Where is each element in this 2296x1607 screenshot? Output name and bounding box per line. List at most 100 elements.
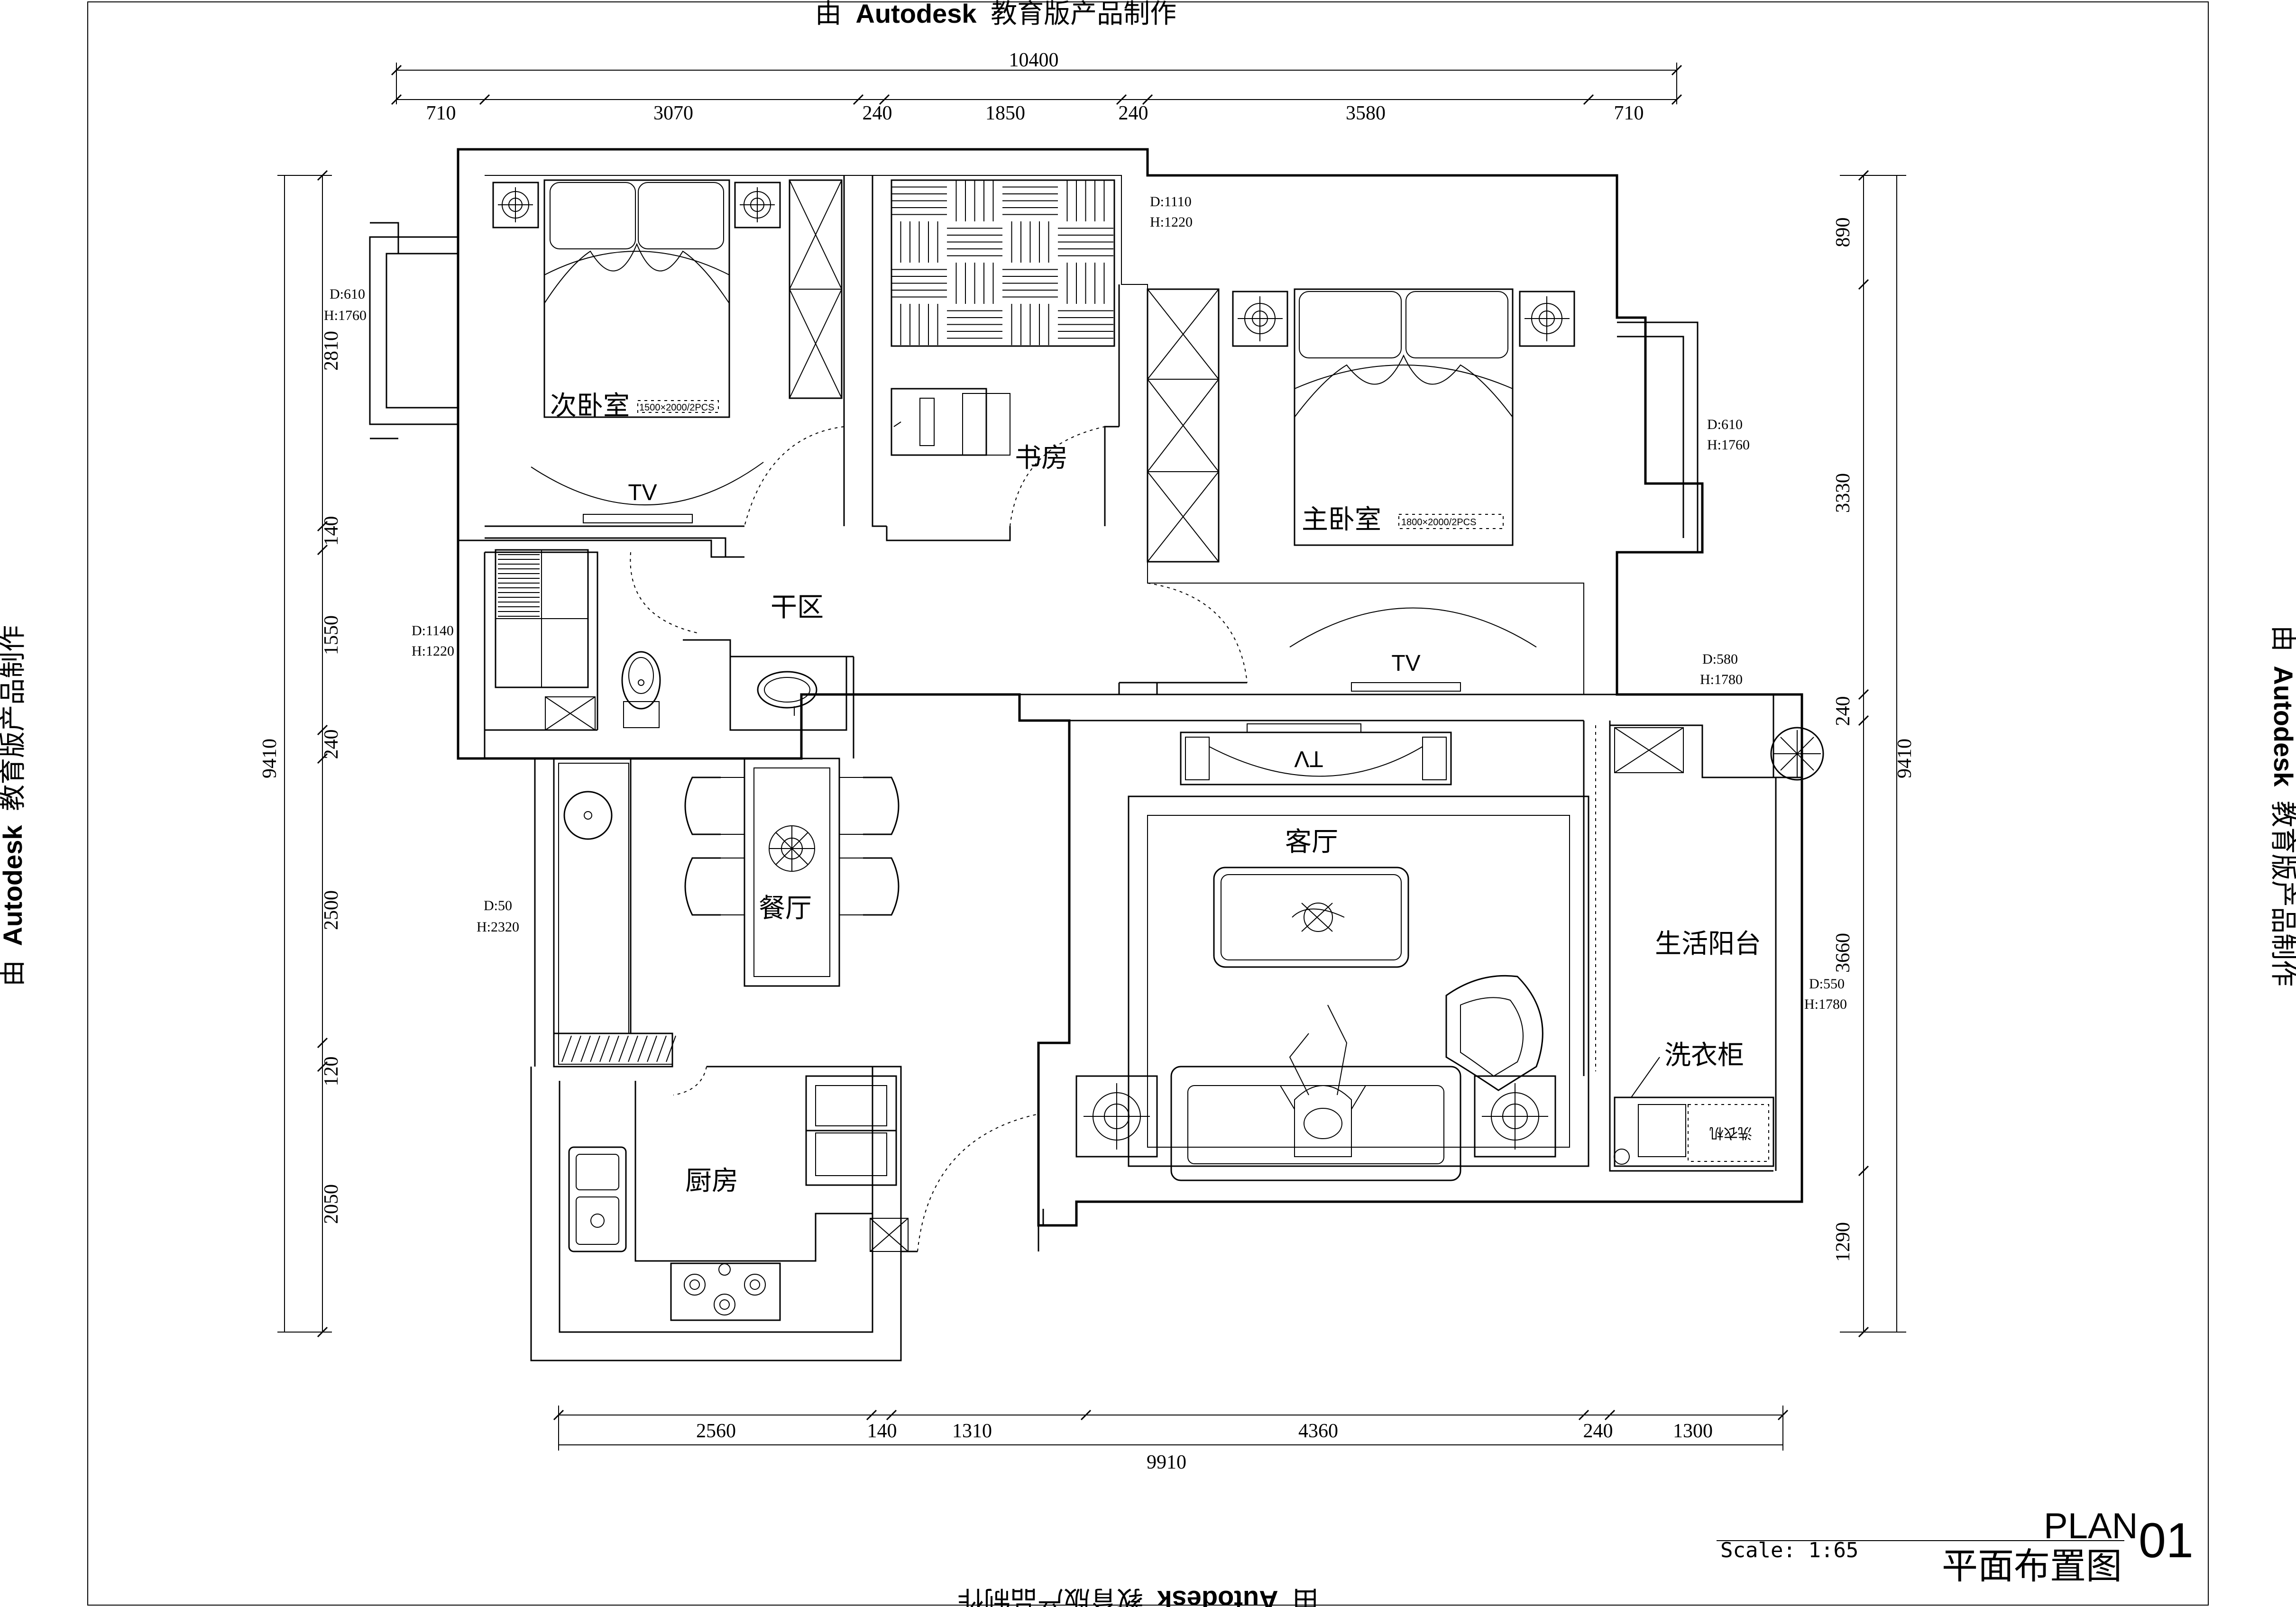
- dim-top-seg: 1850: [985, 102, 1025, 124]
- cabinet-hatch-line: [647, 1035, 657, 1062]
- side-table-lamp-icon: [1474, 1075, 1556, 1158]
- dim-left-total: 9410: [259, 739, 281, 778]
- watermark-suffix: 教育版产品制作: [2268, 801, 2296, 986]
- washing-machine-label: 洗衣机: [1709, 1125, 1752, 1141]
- dim-top-seg: 3070: [653, 102, 693, 124]
- watermark-prefix: 由: [815, 0, 842, 28]
- watermark-right: 由 Autodesk 教育版产品制作: [2268, 625, 2296, 986]
- door-swing: [1147, 583, 1248, 683]
- tv-label-second-bedroom: TV: [628, 480, 657, 505]
- cabinet-hatch-line: [590, 1035, 600, 1062]
- room-label-study: 书房: [1015, 443, 1068, 474]
- exterior-wall-inner: [485, 175, 1584, 694]
- room-label-dry-area: 干区: [771, 592, 824, 623]
- dim-left-seg: 1550: [321, 615, 342, 655]
- dimension-tick: [1671, 94, 1682, 105]
- person-figure-icon: [1280, 1004, 1366, 1157]
- dim-left-seg: 2810: [321, 331, 342, 371]
- dim-left-seg: 2050: [321, 1184, 342, 1224]
- nightstand-lamp-icon: [1232, 291, 1288, 347]
- dining-table: [744, 758, 840, 987]
- left-dimension-lines: [277, 170, 332, 1338]
- dimension-tick: [1142, 94, 1153, 105]
- room-label-second-bedroom: 次卧室: [550, 391, 630, 421]
- dimension-tick: [317, 520, 328, 532]
- dimension-tick: [317, 1326, 328, 1338]
- svg-text:H:1220: H:1220: [1150, 214, 1193, 230]
- watermark-suffix: 教育版产品制作: [957, 1585, 1143, 1607]
- dimension-tick: [1604, 1409, 1616, 1421]
- master-wardrobe: [1147, 288, 1220, 563]
- kitchen-wall: [530, 1066, 918, 1361]
- watermark-left: 由 Autodesk 教育版产品制作: [0, 625, 28, 986]
- dimension-tick: [1858, 170, 1869, 181]
- dimension-tick: [1858, 1326, 1869, 1338]
- cabinet: [870, 1218, 909, 1252]
- dimension-tick: [317, 170, 328, 181]
- cabinet-hatch-line: [609, 1035, 619, 1062]
- svg-text:D:610: D:610: [330, 286, 365, 302]
- svg-text:D:1110: D:1110: [1150, 194, 1192, 210]
- room-label-balcony: 生活阳台: [1655, 929, 1761, 959]
- dimension-tick: [1777, 1409, 1789, 1421]
- shower-screen: [495, 549, 589, 688]
- cabinet: [1614, 727, 1684, 773]
- title-block: PLAN 01 Scale: 1:65 平面布置图: [1717, 1506, 2194, 1587]
- dim-bottom-seg: 240: [1583, 1420, 1613, 1442]
- master-bed: [1294, 288, 1514, 546]
- exterior-wall-outline: [457, 148, 1803, 1227]
- dining-wall: [534, 758, 673, 1068]
- dimension-tick: [1858, 279, 1869, 290]
- kitchen-sink-icon: [568, 1146, 627, 1252]
- plant-icon: [1770, 727, 1824, 781]
- armchair: [1445, 975, 1543, 1091]
- cabinet-hatch-line: [666, 1035, 676, 1062]
- svg-text:H:1780: H:1780: [1804, 996, 1847, 1012]
- bottom-dimension-lines: [553, 1406, 1789, 1451]
- top-dimension-lines: [391, 63, 1682, 105]
- svg-text:D:50: D:50: [484, 898, 512, 913]
- dim-top-total: 10400: [1009, 49, 1059, 71]
- window-note-bathroom: D:1140 H:1220: [412, 623, 454, 659]
- cabinet-hatch-line: [571, 1035, 581, 1062]
- dim-right-total: 9410: [1894, 739, 1916, 778]
- cabinet-hatch-line: [599, 1035, 610, 1062]
- svg-text:H:2320: H:2320: [477, 919, 519, 935]
- tv-cabinet-living: [1180, 723, 1452, 785]
- dimension-tick: [479, 94, 490, 105]
- side-table-lamp-icon: [1075, 1075, 1158, 1158]
- tv-label-master-bedroom: TV: [1391, 651, 1420, 676]
- dim-left-seg: 240: [321, 730, 342, 759]
- study-desk: [891, 388, 1010, 456]
- study-wall: [886, 284, 1120, 541]
- dim-top-seg: 3580: [1346, 102, 1386, 124]
- vanity-sink-icon: [729, 656, 847, 731]
- window-note-second-bedroom: D:610 H:1760: [324, 286, 367, 323]
- room-label-living: 客厅: [1285, 827, 1338, 858]
- dim-right-seg: 1290: [1832, 1222, 1854, 1262]
- cabinet: [545, 696, 596, 730]
- svg-text:H:1220: H:1220: [412, 643, 454, 659]
- cabinet-hatch-line: [561, 1035, 572, 1062]
- dimension-tick: [317, 753, 328, 764]
- watermark-brand: Autodesk: [2268, 666, 2296, 787]
- dim-top-seg: 710: [1614, 102, 1644, 124]
- dimension-tick: [1578, 1409, 1589, 1421]
- svg-text:D:550: D:550: [1809, 976, 1845, 992]
- dining-chair: [684, 776, 900, 916]
- nightstand-lamp-icon: [1519, 291, 1575, 347]
- dim-bottom-seg: 4360: [1298, 1420, 1338, 1442]
- tv-sight-arc: [531, 462, 764, 505]
- plan-label: PLAN: [2044, 1506, 2138, 1546]
- watermark-top: 由 Autodesk 教育版产品制作: [815, 0, 1176, 28]
- room-label-kitchen: 厨房: [685, 1166, 738, 1196]
- svg-text:H:1760: H:1760: [1707, 437, 1750, 453]
- laundry-cabinet-label: 洗衣柜: [1664, 1040, 1744, 1071]
- watermark-brand: Autodesk: [1157, 1585, 1278, 1607]
- plan-number: 01: [2139, 1513, 2194, 1568]
- balcony-wall: [1583, 694, 1802, 1172]
- dim-top-seg: 240: [1119, 102, 1148, 124]
- svg-text:由 Autodesk 教育版产品制作: 由 Autodesk 教育版产品制作: [957, 1585, 1319, 1607]
- watermark-bottom: 由 Autodesk 教育版产品制作: [957, 1585, 1319, 1607]
- svg-text:H:1780: H:1780: [1700, 672, 1743, 687]
